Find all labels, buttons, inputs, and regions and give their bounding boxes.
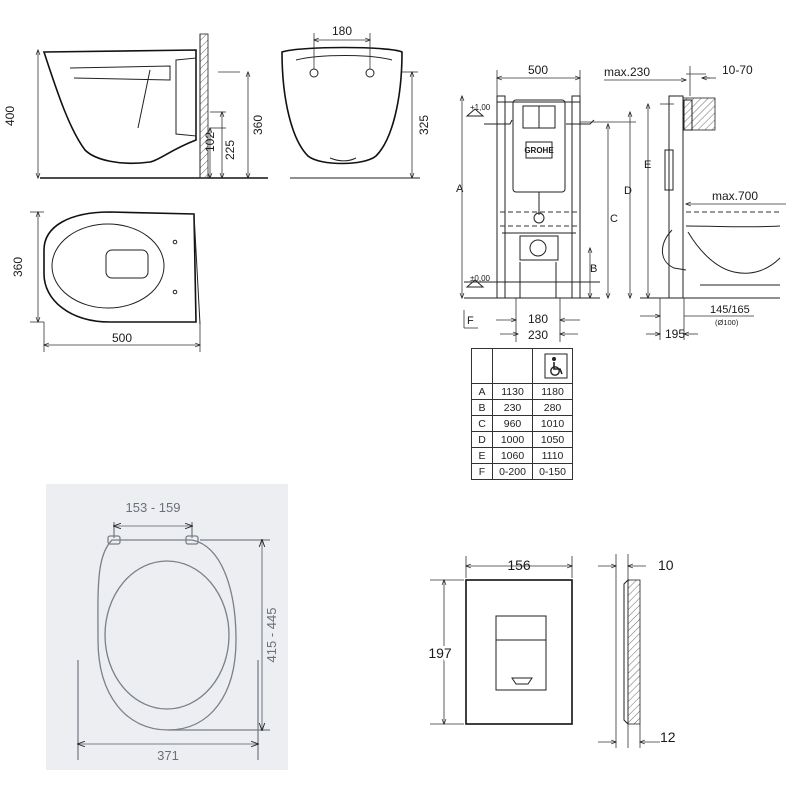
- level-floor-label: ±0,00: [470, 274, 491, 283]
- standard-value: 1000: [492, 431, 533, 448]
- standard-value: 960: [492, 415, 533, 432]
- installation-frame: GROHE +1,00 ±0,00 500 A C: [456, 63, 786, 342]
- plate-width-label: 156: [507, 557, 531, 573]
- flush-plate-drawing: 156 197 10 12: [426, 554, 676, 748]
- accessible-value: 1180: [532, 383, 573, 400]
- standard-value: 1060: [492, 447, 533, 464]
- wall-range-label: 10-70: [722, 63, 753, 77]
- row-label: B: [471, 399, 493, 416]
- seat-width-label: 371: [157, 748, 179, 763]
- plate-thickness-label: 10: [658, 557, 674, 573]
- accessible-value: 0-150: [532, 463, 573, 480]
- accessible-value: 1010: [532, 415, 573, 432]
- toilet-seat-drawing: 153 - 159 415 - 445 371: [46, 484, 288, 770]
- dim-a-label: A: [456, 183, 464, 195]
- toilet-bolt-lower-label: 102: [203, 132, 217, 152]
- max-projection-label: max.700: [712, 189, 758, 203]
- toilet-height-label: 400: [3, 106, 17, 126]
- dim-c-label: C: [610, 213, 618, 225]
- dim-e-label: E: [644, 159, 651, 171]
- hinge-spacing-label: 153 - 159: [126, 500, 181, 515]
- top-length-label: 500: [112, 331, 132, 345]
- toilet-bolt-upper-label: 225: [223, 140, 237, 160]
- bolt-spacing-label: 180: [332, 24, 352, 38]
- standard-value: 1130: [492, 383, 533, 400]
- plate-depth-label: 12: [660, 729, 676, 745]
- bottom-spacing-label: 180: [528, 312, 548, 326]
- pipe-label: (Ø100): [715, 318, 739, 327]
- dim-f-label: F: [467, 315, 474, 327]
- toilet-top-view: 360 500: [11, 211, 200, 352]
- standard-value: 0-200: [492, 463, 533, 480]
- toilet-front-view: 180 325: [281, 24, 431, 178]
- toilet-outlet-height-label: 360: [251, 115, 265, 135]
- brand-logo: GROHE: [524, 146, 554, 155]
- dim-d-label: D: [624, 185, 632, 197]
- max-depth-label: max.230: [604, 65, 650, 79]
- dim-b-label: B: [590, 263, 597, 275]
- accessible-value: 1110: [532, 447, 573, 464]
- standard-value: 230: [492, 399, 533, 416]
- row-label: E: [471, 447, 493, 464]
- toilet-side-view: 400 360 225 102: [3, 33, 268, 179]
- top-depth-label: 360: [11, 257, 25, 277]
- row-label: D: [471, 431, 493, 448]
- row-label: F: [471, 463, 493, 480]
- seat-length-label: 415 - 445: [264, 608, 279, 663]
- accessible-value: 280: [532, 399, 573, 416]
- row-label: C: [471, 415, 493, 432]
- level-top-label: +1,00: [470, 103, 491, 112]
- plate-height-label: 197: [428, 645, 452, 661]
- accessible-value: 1050: [532, 431, 573, 448]
- bottom-width-label: 230: [528, 328, 548, 342]
- side-offset-label: 195: [665, 327, 685, 341]
- row-label: A: [471, 383, 493, 400]
- table-header-row: [471, 348, 573, 384]
- frame-width-label: 500: [528, 63, 548, 77]
- front-height-label: 325: [417, 115, 431, 135]
- outlet-label: 145/165: [710, 304, 750, 316]
